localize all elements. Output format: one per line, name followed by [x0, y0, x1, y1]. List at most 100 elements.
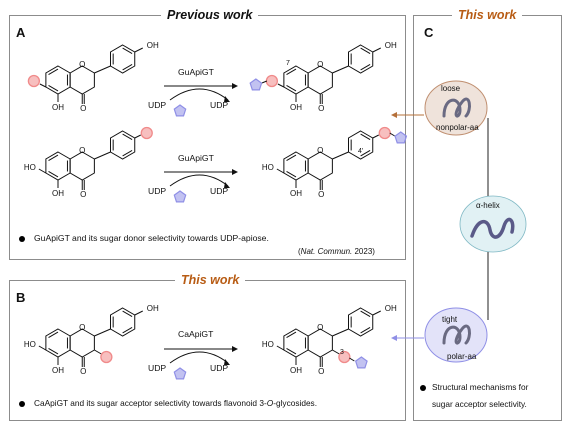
product-1-ring-a-double-bond: [286, 68, 297, 75]
product-3-biaryl-bond: [332, 328, 349, 337]
reaction-2-udp-apiose: [173, 190, 187, 203]
substrate-1-4oh-bond: [134, 47, 143, 53]
product-1-ring-b-double-bond: [360, 64, 371, 71]
product-2-ring-a-double-bond: [286, 154, 297, 161]
panel-b-bullet-italic: O: [266, 398, 274, 408]
panel-b-bullet-post: -glycosides.: [273, 398, 318, 408]
product-2-4-apiose: [394, 131, 408, 144]
enzyme-label-guapigt-2: GuApiGT: [178, 153, 214, 163]
product-2-4-sugar-bond: [389, 132, 396, 137]
bullet-dot-a: [19, 236, 25, 242]
substrate-3-ring-b: [109, 307, 136, 337]
udp-label-right-3: UDP: [210, 363, 229, 373]
product-3-3-red-site: [338, 350, 351, 364]
reaction-2-curved-head: [224, 182, 230, 188]
panel-b-title: This work: [175, 273, 246, 287]
substrate-2-4-red-site: [140, 126, 153, 140]
substrate-3-carbonyl-o: O: [80, 367, 86, 376]
product-1-4oh-bond: [372, 47, 381, 53]
product-3-ring-b-double-bond: [360, 327, 371, 334]
reaction-2-curved-arrow: [169, 174, 229, 187]
substrate-2-ring-b-double-bond: [122, 133, 133, 140]
substrate-2-ring-c: [69, 151, 95, 181]
product-3-3sub-bond: [332, 349, 340, 355]
substrate-1-biaryl-bond: [94, 65, 111, 74]
substrate-2-ring-a: [45, 151, 71, 181]
reaction-3-curved-arrow: [169, 351, 229, 364]
substrate-3-ring-a-double-bond: [48, 331, 59, 338]
substrate-2-7oh: HO: [24, 163, 36, 172]
substrate-2-ring-a-double-bond: [48, 171, 59, 178]
substrate-2-5oh: OH: [52, 189, 64, 198]
product-2-ring-b-double-bond: [360, 150, 371, 157]
product-3-7oh: HO: [262, 340, 274, 349]
panel-a-citation: (Nat. Commun. 2023): [298, 247, 375, 256]
substrate-3-ring-o: O: [79, 323, 85, 332]
product-1-4oh: OH: [385, 41, 397, 50]
reaction-1-curved-arrow: [169, 88, 229, 101]
udp-label-left-1: UDP: [148, 100, 167, 110]
substrate-3-4oh-bond: [134, 310, 143, 316]
substrate-1-7sub-bond: [39, 83, 47, 88]
citation-open: (: [298, 247, 301, 256]
product-3-5oh: OH: [290, 366, 302, 375]
substrate-2-biaryl-bond: [94, 151, 111, 160]
product-2-ring-b-double-bond: [360, 133, 371, 140]
substrate-1-ring-a: [45, 65, 71, 95]
product-3-3-sugar-bond: [349, 357, 355, 362]
product-3-ring-c: [307, 328, 333, 358]
position-label-7: 7: [286, 60, 290, 67]
substrate-1-ring-o: O: [79, 60, 85, 69]
product-2-7oh-bond: [276, 168, 285, 174]
position-label-4prime: 4': [358, 148, 364, 155]
panel-b-bullet-pre: CaApiGT and its sugar acceptor selectivi…: [34, 398, 267, 408]
reaction-1-curved-head: [224, 96, 230, 102]
substrate-1-4oh: OH: [147, 41, 159, 50]
substrate-2-ring-a-double-bond: [48, 154, 59, 161]
product-3-ring-b-double-bond: [360, 310, 371, 317]
substrate-1-ring-b-double-bond: [122, 64, 133, 71]
substrate-3-3sub-bond: [94, 349, 102, 355]
loose-helix-bubble: [424, 80, 488, 136]
product-3-ring-o: O: [317, 323, 323, 332]
substrate-1-ring-b: [109, 44, 136, 74]
panel-b-bullet-text: CaApiGT and its sugar acceptor selectivi…: [34, 398, 317, 408]
product-2-carbonyl-o: O: [318, 190, 324, 199]
position-label-3: 3: [340, 349, 344, 356]
substrate-3-ring-b-double-bond: [122, 310, 133, 317]
panel-c-title: This work: [452, 8, 523, 22]
panel-c-bullet-line1: Structural mechanisms for: [432, 382, 529, 392]
loose-helix-helix-ribbon: [442, 97, 471, 118]
product-3-ring-a-double-bond: [286, 348, 297, 355]
substrate-2-4sub-bond: [134, 134, 141, 139]
product-1-ring-b-double-bond: [360, 47, 371, 54]
udp-label-left-2: UDP: [148, 186, 167, 196]
substrate-3-ring-c: [69, 328, 95, 358]
substrate-1-ring-b-double-bond: [122, 47, 133, 54]
substrate-3-3-red-site: [100, 350, 113, 364]
product-3-ring-a-double-bond: [286, 331, 297, 338]
citation-year: 2023): [352, 247, 375, 256]
substrate-2-ring-b: [109, 130, 136, 160]
reaction-1-arrow-head: [232, 83, 238, 89]
reaction-3-udp-apiose: [173, 367, 187, 380]
substrate-1-ring-a-double-bond: [48, 68, 59, 75]
substrate-3-ring-b-double-bond: [122, 327, 133, 334]
tight-helix-helix-ribbon: [442, 324, 471, 345]
loose-label: loose: [441, 84, 461, 93]
substrate-3-5oh: OH: [52, 366, 64, 375]
product-2-biaryl-bond: [332, 151, 349, 160]
panel-a-bullet-text: GuApiGT and its sugar donor selectivity …: [34, 233, 269, 243]
substrate-2-ring-o: O: [79, 146, 85, 155]
product-2-7oh: HO: [262, 163, 274, 172]
substrate-1-7-red-site: [27, 74, 41, 88]
bullet-dot-c: [420, 385, 426, 391]
udp-label-left-3: UDP: [148, 363, 167, 373]
substrate-3-ring-a-double-bond: [48, 348, 59, 355]
substrate-3-4oh: OH: [147, 304, 159, 313]
substrate-3-7oh: HO: [24, 340, 36, 349]
substrate-1-carbonyl-o: O: [80, 104, 86, 113]
protein-surface: [459, 195, 527, 253]
product-1-ring-b: [347, 44, 374, 74]
